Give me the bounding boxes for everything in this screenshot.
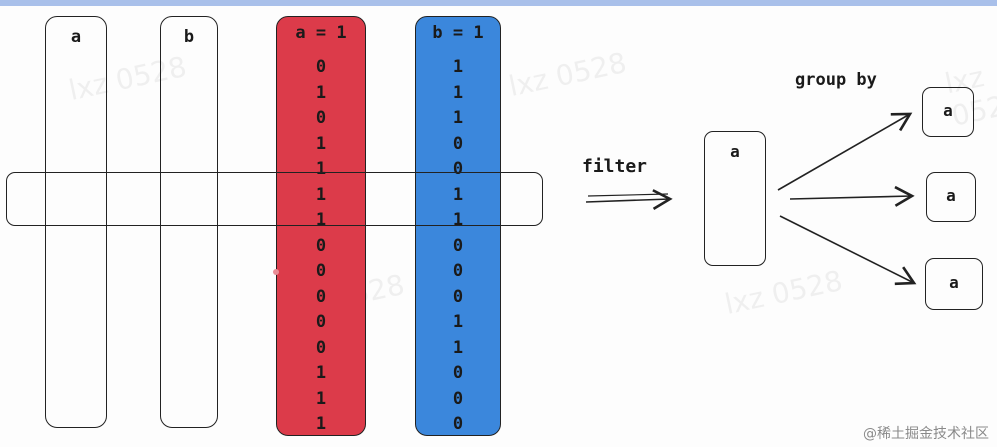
filter-arrow-underline [587, 193, 669, 197]
group-box: a [926, 172, 976, 222]
group-arrow-top [777, 112, 913, 191]
column-a: a [45, 16, 107, 428]
value-cell: 0 [452, 388, 464, 409]
value-cell: 1 [315, 363, 327, 383]
value-cell: 1 [452, 184, 464, 205]
top-accent-bar [0, 0, 997, 6]
value-cell: 1 [315, 210, 327, 230]
filtered-column-label: a [730, 142, 740, 161]
filtered-column-box: a [704, 131, 766, 266]
column-title: a = 1 [295, 23, 347, 43]
cursor-dot [273, 269, 279, 275]
value-cell: 1 [315, 414, 327, 434]
value-cell: 1 [452, 82, 464, 103]
group-by-label: group by [795, 70, 877, 90]
value-cell: 0 [452, 414, 464, 434]
value-cell: 1 [315, 184, 327, 205]
group-arrow-bottom [779, 215, 917, 286]
value-cell: 1 [452, 337, 464, 358]
value-cell: 1 [452, 210, 464, 230]
value-cell: 0 [315, 261, 327, 281]
value-cell: 0 [315, 286, 327, 307]
value-cell: 0 [452, 235, 464, 256]
column-b-equals-1: b = 1 1 1 1 0 0 1 1 0 0 0 1 1 0 0 0 [415, 16, 501, 436]
value-cell: 0 [452, 286, 464, 307]
value-cell: 1 [315, 159, 327, 179]
group-label: a [943, 101, 953, 120]
value-cell: 0 [452, 159, 464, 179]
value-cell: 1 [315, 388, 327, 409]
value-cell: 0 [315, 312, 327, 332]
value-list: 0 1 0 1 1 1 1 0 0 0 0 0 1 1 1 [277, 55, 365, 438]
column-title: b [183, 27, 195, 47]
group-label: a [946, 186, 956, 205]
value-cell: 0 [315, 337, 327, 358]
column-a-equals-1: a = 1 0 1 0 1 1 1 1 0 0 0 0 0 1 1 1 [276, 16, 366, 436]
column-b: b [160, 16, 218, 428]
group-box: a [922, 87, 974, 137]
value-list: 1 1 1 0 0 1 1 0 0 0 1 1 0 0 0 [416, 55, 500, 438]
filter-label: filter [582, 156, 648, 177]
group-box: a [925, 258, 983, 310]
group-arrow-middle [789, 185, 915, 207]
column-title: b = 1 [432, 23, 484, 43]
filter-row-highlight [6, 172, 543, 226]
value-cell: 0 [452, 133, 464, 154]
value-cell: 1 [315, 133, 327, 154]
value-cell: 1 [452, 312, 464, 332]
filter-arrow [585, 189, 673, 211]
value-cell: 1 [315, 82, 327, 103]
value-cell: 0 [315, 57, 327, 77]
value-cell: 0 [315, 108, 327, 128]
value-cell: 1 [452, 57, 464, 77]
group-label: a [949, 273, 959, 292]
value-cell: 0 [452, 261, 464, 281]
value-cell: 0 [315, 235, 327, 256]
value-cell: 0 [452, 363, 464, 383]
value-cell: 1 [452, 108, 464, 128]
footer-credit: @稀土掘金技术社区 [863, 426, 989, 442]
column-title: a [70, 27, 82, 47]
